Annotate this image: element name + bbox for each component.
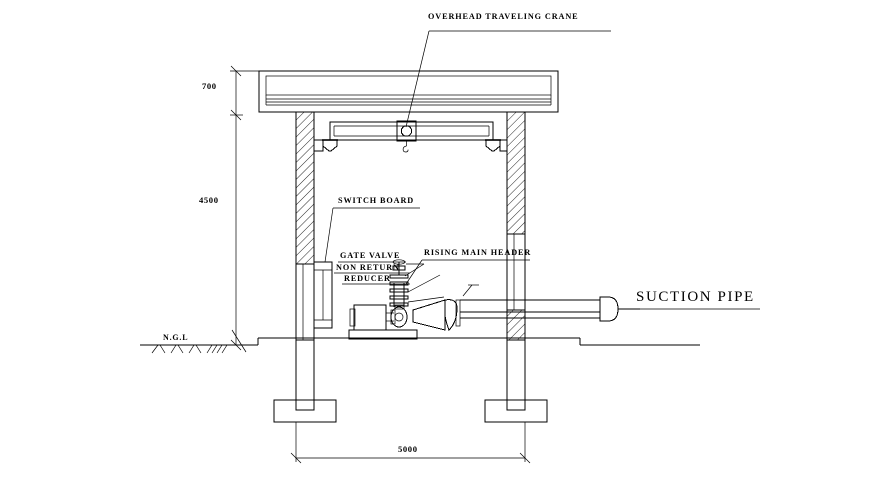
right-footing	[484, 399, 548, 423]
ngl-break-symbol	[231, 329, 247, 353]
crane-girder	[329, 121, 494, 141]
left-column	[295, 111, 324, 411]
dimension-700-value: 700	[202, 81, 217, 91]
pump-casing	[390, 304, 408, 328]
label-reducer: REDUCER	[344, 274, 391, 283]
crane-end-truck-right	[485, 139, 501, 152]
label-non-return: NON RETURN	[336, 263, 400, 272]
dimension-700: 700	[202, 65, 260, 121]
leader-gate-valve	[338, 261, 425, 277]
suction-pipe-run	[460, 296, 640, 322]
ngl-label: N.G.L	[163, 333, 188, 342]
dimension-4500: 4500	[199, 115, 248, 351]
switch-board	[313, 261, 333, 329]
leader-overhead-crane	[405, 30, 611, 128]
label-rising-main-header: RISING MAIN HEADER	[424, 248, 531, 257]
label-overhead-crane: OVERHEAD TRAVELING CRANE	[428, 12, 579, 21]
dimension-5000: 5000	[290, 422, 531, 464]
crane-end-truck-left	[322, 139, 338, 152]
left-footing	[273, 399, 337, 423]
bell-fitting	[444, 299, 461, 331]
roof-beam	[258, 70, 559, 113]
leader-reducer	[342, 283, 445, 303]
dimension-4500-value: 4500	[199, 195, 219, 205]
dimension-5000-value: 5000	[398, 444, 418, 454]
right-column	[499, 111, 526, 411]
valve-stack	[389, 259, 409, 307]
pump-motor	[349, 304, 396, 331]
label-suction-pipe: SUCTION PIPE	[636, 289, 755, 305]
ground-hatch-marks	[151, 344, 228, 354]
label-switch-board: SWITCH BOARD	[338, 196, 414, 205]
label-gate-valve: GATE VALVE	[340, 251, 400, 260]
ground-line	[140, 337, 700, 346]
reducer-cone	[412, 299, 446, 331]
leader-switch-board	[324, 207, 420, 263]
leader-rising-main-header	[405, 259, 530, 297]
leader-non-return	[334, 272, 441, 293]
